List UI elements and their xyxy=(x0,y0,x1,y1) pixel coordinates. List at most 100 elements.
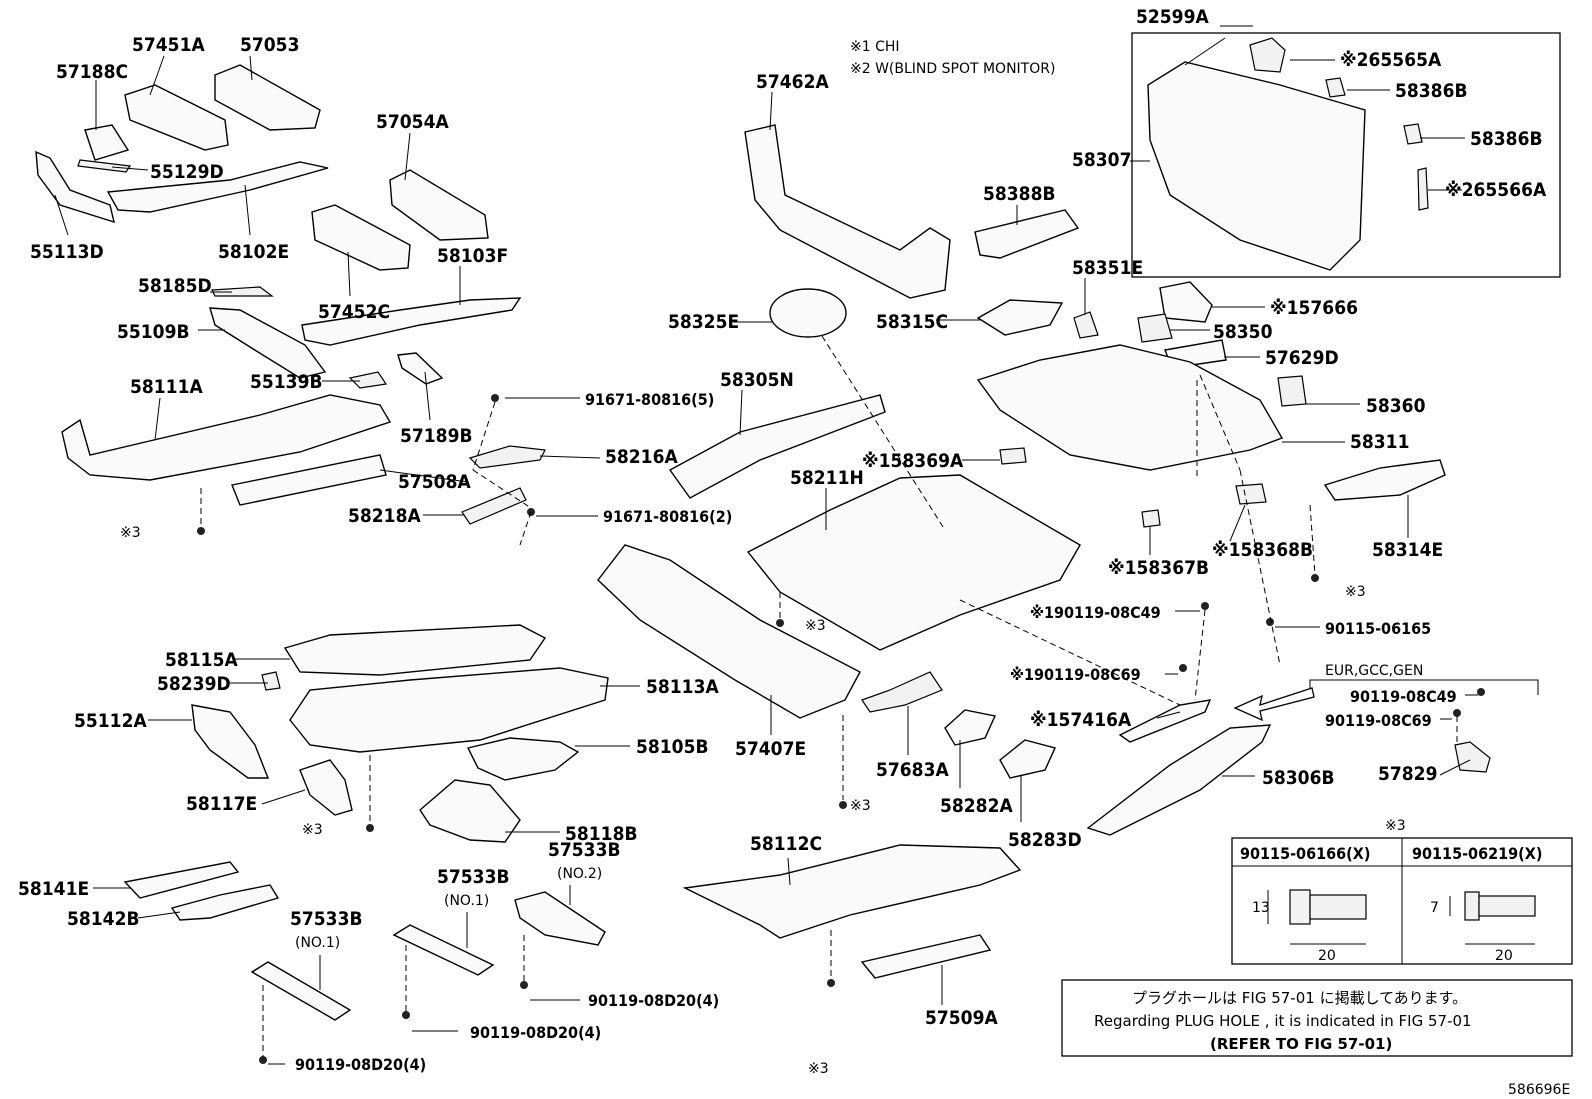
label-58142B: 58142B xyxy=(67,908,140,930)
bolt-dot xyxy=(491,394,499,402)
dim-20-left: 20 xyxy=(1318,948,1336,964)
part-58388B xyxy=(974,209,1080,259)
part-57509A xyxy=(860,934,992,979)
dim-7: 7 xyxy=(1430,900,1439,916)
label-52599A: 52599A xyxy=(1136,6,1209,28)
part-58368B xyxy=(1235,483,1267,505)
table-mark: ※3 xyxy=(1385,818,1406,834)
label-90119-08D20-b: 90119-08D20(4) xyxy=(470,1023,601,1042)
note-chi: ※1 CHI xyxy=(850,39,900,55)
table-col1-header: 90115-06166(X) xyxy=(1240,844,1370,863)
bolt-dot xyxy=(402,1011,410,1019)
part-57508A xyxy=(231,454,387,506)
label-58351E: 58351E xyxy=(1072,257,1143,279)
label-58350: 58350 xyxy=(1213,321,1273,343)
label-57407E: 57407E xyxy=(735,738,806,760)
part-58315C xyxy=(976,299,1064,336)
label-58239D: 58239D xyxy=(157,673,231,695)
label-58118B: 58118B xyxy=(565,823,638,845)
part-58350 xyxy=(1137,313,1173,343)
part-58386B-2 xyxy=(1403,123,1423,145)
part-58218A xyxy=(461,487,527,525)
plug-hole-note-box xyxy=(1061,979,1573,1057)
label-90119-08C49-b: 90119-08C49 xyxy=(1350,687,1457,706)
label-57189B: 57189B xyxy=(400,425,473,447)
label-57533B-right: 57533B xyxy=(548,839,621,861)
part-57188C xyxy=(84,124,130,161)
bolt-dot xyxy=(1201,602,1209,610)
part-57053 xyxy=(214,64,321,131)
label-55112A: 55112A xyxy=(74,710,147,732)
plug-note-jp: プラグホールは FIG 57-01 に掲載してあります。 xyxy=(1132,989,1467,1007)
label-58112C: 58112C xyxy=(750,833,822,855)
label-58105B: 58105B xyxy=(636,736,709,758)
label-57629D: 57629D xyxy=(1265,347,1339,369)
dim-20-right: 20 xyxy=(1495,948,1513,964)
part-58216A xyxy=(468,445,546,469)
part-57829 xyxy=(1454,741,1491,773)
part-57533B-no1-left xyxy=(250,961,352,1021)
label-57533B-left: 57533B xyxy=(290,908,363,930)
part-shapes xyxy=(35,32,1561,1064)
bolt-dot xyxy=(527,508,535,516)
label-57452C: 57452C xyxy=(318,301,390,323)
part-58211H xyxy=(746,474,1081,651)
label-57533B-mid: 57533B xyxy=(437,866,510,888)
part-58307 xyxy=(1147,61,1366,271)
label-57509A: 57509A xyxy=(925,1007,998,1029)
label-57533B-right-no: (NO.2) xyxy=(557,866,602,882)
label-57462A: 57462A xyxy=(756,71,829,93)
part-57683A xyxy=(861,671,943,713)
label-58115A: 58115A xyxy=(165,649,238,671)
label-65566A: ※265566A xyxy=(1445,179,1547,201)
label-90119-08C69-a: ※190119-08C69 xyxy=(1010,665,1141,684)
upper-back-panel-box xyxy=(1131,32,1561,278)
bolt-dot xyxy=(1266,618,1274,626)
label-90119-08C49-a: ※190119-08C49 xyxy=(1030,603,1161,622)
part-58314E xyxy=(1323,459,1446,501)
part-58141E xyxy=(123,861,240,899)
direction-arrow xyxy=(1233,687,1315,722)
label-58117E: 58117E xyxy=(186,793,257,815)
part-55113D xyxy=(35,150,115,224)
mark-s3-a: ※3 xyxy=(120,525,141,541)
part-58115A xyxy=(283,624,547,676)
part-57452C xyxy=(311,204,411,271)
table-col2-header: 90115-06219(X) xyxy=(1412,844,1542,863)
dashed-lines xyxy=(200,335,1458,1057)
label-57829: 57829 xyxy=(1378,763,1437,785)
label-90119-08D20-c: 90119-08D20(4) xyxy=(295,1055,426,1074)
part-58113A xyxy=(289,667,609,753)
part-57666 xyxy=(1159,281,1213,323)
label-58306B: 58306B xyxy=(1262,767,1335,789)
bolt-dot xyxy=(520,981,528,989)
label-58218A: 58218A xyxy=(348,505,421,527)
label-57416A: ※157416A xyxy=(1030,709,1132,731)
label-58388B: 58388B xyxy=(983,183,1056,205)
fastener-table xyxy=(1231,837,1573,965)
bolt-dot xyxy=(827,979,835,987)
label-57054A: 57054A xyxy=(376,111,449,133)
dim-13: 13 xyxy=(1252,900,1270,916)
label-58216A: 58216A xyxy=(605,446,678,468)
bolt-dot xyxy=(776,619,784,627)
market-label: EUR,GCC,GEN xyxy=(1325,663,1423,679)
label-57451A: 57451A xyxy=(132,34,205,56)
bolt-dot xyxy=(1311,574,1319,582)
label-58367B: ※158367B xyxy=(1108,557,1209,579)
mark-s3-e: ※3 xyxy=(302,822,323,838)
label-55109B: 55109B xyxy=(117,321,190,343)
label-58113A: 58113A xyxy=(646,676,719,698)
part-58102E xyxy=(106,161,329,213)
bolt-dot xyxy=(839,801,847,809)
label-91671-80816-2: 91671-80816(2) xyxy=(603,507,732,526)
part-58386B-1 xyxy=(1325,77,1346,98)
plug-note-en: Regarding PLUG HOLE , it is indicated in… xyxy=(1094,1012,1472,1030)
part-58282A xyxy=(944,709,997,746)
part-58111A xyxy=(61,394,392,481)
label-58185D: 58185D xyxy=(138,275,212,297)
part-58118B xyxy=(419,779,521,843)
label-58282A: 58282A xyxy=(940,795,1013,817)
